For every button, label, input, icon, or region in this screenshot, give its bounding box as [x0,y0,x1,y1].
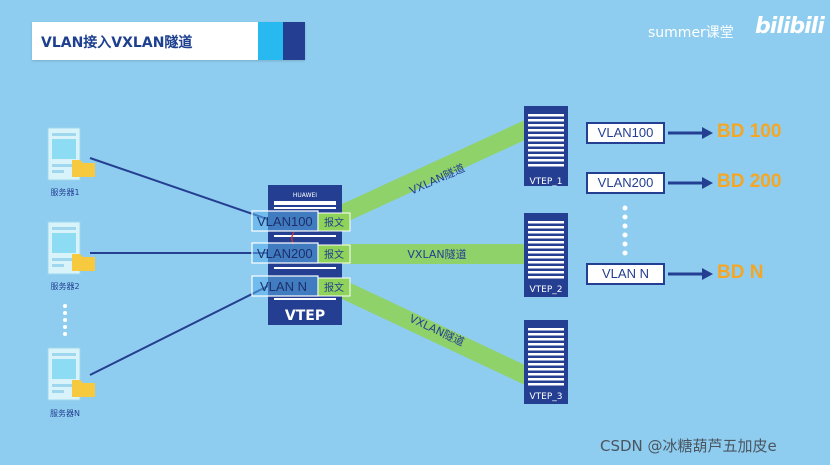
remote-vtep-2-label: VTEP_2 [530,285,563,295]
center-vtep-label: VTEP [285,308,325,324]
server-panel [52,359,76,379]
server-2-label: 服务器2 [50,281,79,291]
server-1-label: 服务器1 [50,187,79,197]
arrow-3-icon [668,268,713,280]
rack-slat [528,348,564,351]
bd-label-3: BD N [717,262,764,283]
title-accent-cyan [258,22,283,60]
rack-slat [528,241,564,244]
rack-slat [528,328,564,331]
rack-slat [528,231,564,234]
rack-slat [528,276,564,279]
rack-slat [528,159,564,162]
folder-icon [72,254,95,271]
arrow-2-icon [668,177,713,189]
rack-slat [528,154,564,157]
remote-vtep-2 [524,213,568,297]
rack-slat [528,149,564,152]
rack-slat [528,221,564,224]
port-vlan100-label: VLAN100 [257,214,313,229]
title-bar: VLAN接入VXLAN隧道 [32,22,305,60]
port-vlan200-label: VLAN200 [257,246,313,261]
rack-slat [528,134,564,137]
rack-slat [528,343,564,346]
red-marker: ( [290,231,295,247]
rack-slat [528,266,564,269]
rack-slat [528,139,564,142]
serverN-link [89,284,271,376]
bd-label-2: BD 200 [717,171,782,192]
page-title: VLAN接入VXLAN隧道 [41,35,193,51]
rack-slat [528,256,564,259]
tunnel-2-label: VXLAN隧道 [407,247,466,261]
rack-slat [528,353,564,356]
server-bar [52,170,64,173]
port-vlan200-packet: 报文 [324,248,344,261]
port-vlan100-packet: 报文 [324,216,344,229]
server-panel [52,139,76,159]
rack-slat [528,373,564,376]
server1-link [89,157,271,221]
port-vlan100: VLAN100 报文 [251,210,351,232]
rack-slat [528,333,564,336]
vtep-vendor-logo: HUAWEI [293,192,317,199]
remote-vtep-1 [524,106,568,186]
mapping-vlan-1: VLAN100 [586,122,665,144]
rack-slat [528,164,564,167]
mapping-ellipsis-dots [622,205,628,256]
rack-slat [528,338,564,341]
port-vlanN-label: VLAN N [260,279,307,294]
rack-slat [528,251,564,254]
tunnel-2-band [340,244,525,264]
remote-vtep-1-label: VTEP_1 [530,177,563,187]
rack-slat [528,114,564,117]
remote-vtep-3 [524,320,568,404]
server-bar [52,384,76,387]
rack-slat [528,119,564,122]
rack-slat [528,129,564,132]
server-bar [52,258,76,261]
rack-slat [528,368,564,371]
server-bar [52,353,76,356]
mapping-vlan-3: VLAN N [586,263,665,285]
port-vlanN: VLAN N 报文 [251,275,351,297]
csdn-watermark: CSDN @冰糖葫芦五加皮e [600,437,777,455]
server-2-icon [47,221,95,275]
bilibili-logo: bilibili [755,14,825,39]
server-bar [52,227,76,230]
rack-slat [528,271,564,274]
remote-vtep-3-label: VTEP_3 [530,392,563,402]
rack-slat [528,124,564,127]
server-panel [52,233,76,253]
server-bar [52,390,64,393]
rack-slat [528,378,564,381]
rack-slat [528,383,564,386]
rack-slat [528,261,564,264]
tunnel-1-band [340,120,525,225]
arrow-1-icon [668,127,713,139]
folder-icon [72,380,95,397]
title-accent-navy [283,22,305,60]
server-bar [52,264,64,267]
rack-slat [528,246,564,249]
rack-slat [528,144,564,147]
server-bar [52,133,76,136]
brand-name: summer课堂 [648,25,734,41]
folder-icon [72,160,95,177]
port-vlan200: VLAN200 报文 [251,242,351,264]
server-n-icon [47,347,95,401]
rack-slat [528,363,564,366]
server-ellipsis-dots [63,304,67,336]
rack-slat [528,358,564,361]
port-vlanN-packet: 报文 [324,281,344,294]
tunnel-3-band [340,278,525,385]
rack-slat [528,236,564,239]
mapping-vlan-2: VLAN200 [586,172,665,194]
server-n-label: 服务器N [50,408,80,418]
bd-label-1: BD 100 [717,121,782,142]
rack-slat [528,226,564,229]
server-bar [52,164,76,167]
server-1-icon [47,127,95,181]
